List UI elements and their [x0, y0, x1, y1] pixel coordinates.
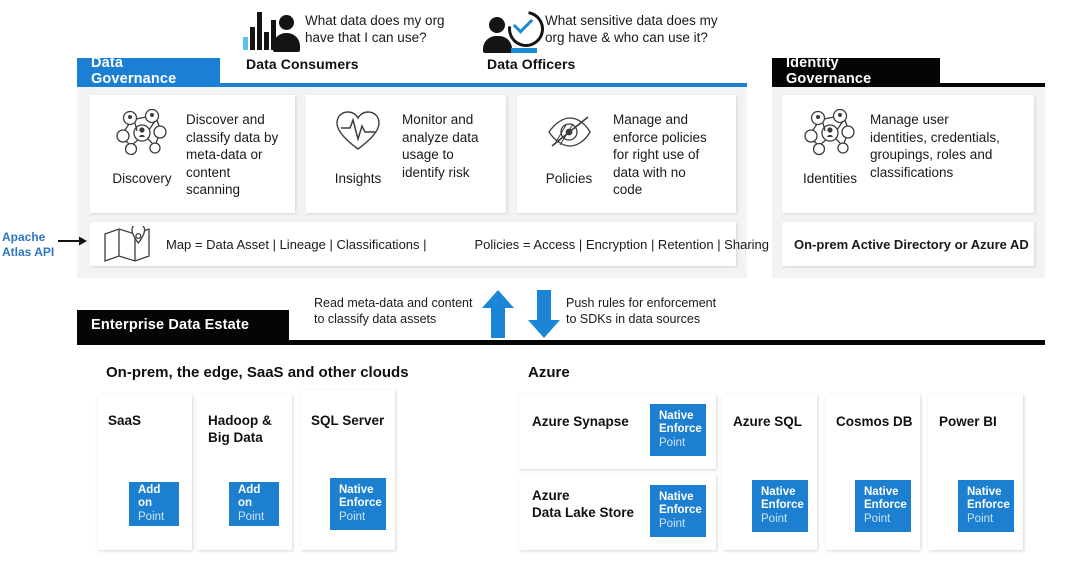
person-head-icon — [489, 17, 505, 33]
person-body-icon — [273, 33, 300, 52]
policies-definition-text: Policies = Access | Encryption | Retenti… — [474, 236, 769, 252]
eye-slash-icon — [540, 105, 598, 157]
map-policies-bar[interactable]: Map = Data Asset | Lineage | Classificat… — [90, 222, 769, 266]
badge-native-enforce-point: Native Enforce Point — [650, 485, 706, 537]
badge-native-enforce-point: Native Enforce Point — [752, 480, 808, 532]
bar-chart-icon — [243, 6, 277, 50]
flow-label-push: Push rules for enforcement to SDKs in da… — [566, 296, 717, 327]
tab-enterprise-data-estate[interactable]: Enterprise Data Estate — [77, 310, 289, 340]
persona-question: What sensitive data does my org have & w… — [545, 13, 718, 46]
arrow-up-icon — [482, 290, 514, 338]
source-title: SQL Server — [311, 413, 385, 428]
source-card-sql-server[interactable]: SQL Server Native Enforce Point — [300, 390, 395, 550]
tab-data-governance[interactable]: Data Governance — [77, 55, 220, 87]
tab-identity-governance[interactable]: Identity Governance — [772, 55, 940, 87]
persona-label-data-consumers: Data Consumers — [246, 56, 359, 72]
person-head-icon — [279, 15, 294, 30]
map-pin-icon — [102, 223, 152, 262]
badge-bold-text: Native Enforce — [761, 485, 804, 512]
source-title: Cosmos DB — [836, 414, 913, 429]
badge-bold-text: Native Enforce — [659, 490, 702, 517]
badge-light-text: Point — [864, 512, 891, 525]
identity-directory-text: On-prem Active Directory or Azure AD — [794, 236, 1029, 252]
capability-name: Discovery — [112, 171, 172, 186]
source-title: SaaS — [108, 413, 142, 428]
identity-directory-bar[interactable]: On-prem Active Directory or Azure AD — [782, 222, 1034, 266]
badge-light-text: Point — [339, 510, 366, 523]
source-card-azure-sql[interactable]: Azure SQL Native Enforce Point — [722, 394, 817, 550]
map-definition-text: Map = Data Asset | Lineage | Classificat… — [166, 236, 427, 252]
badge-native-enforce-point: Native Enforce Point — [855, 480, 911, 532]
underline-accent — [511, 48, 537, 53]
source-card-hadoop-bigdata[interactable]: Hadoop & Big Data Add on Point — [197, 394, 292, 550]
data-consumers-icon — [243, 6, 305, 58]
capability-card-discovery[interactable]: Discovery Discover and classify data by … — [90, 95, 295, 213]
badge-bold-text: Native Enforce — [339, 483, 382, 510]
atlas-arrow-icon — [58, 234, 88, 246]
badge-light-text: Point — [659, 436, 686, 449]
source-title: Hadoop & Big Data — [208, 413, 272, 445]
estate-group-title-azure: Azure — [528, 364, 570, 381]
data-officers-icon — [483, 3, 552, 58]
capability-description: Manage user identities, credentials, gro… — [870, 112, 1000, 180]
badge-bold-text: Add on — [138, 483, 161, 510]
capability-description: Monitor and analyze data usage to identi… — [402, 112, 479, 180]
source-card-azure-data-lake-store[interactable]: Azure Data Lake Store Native Enforce Poi… — [519, 475, 716, 550]
source-card-cosmos-db[interactable]: Cosmos DB Native Enforce Point — [825, 394, 920, 550]
badge-native-enforce-point: Native Enforce Point — [330, 478, 386, 530]
network-nodes-icon — [801, 105, 859, 157]
source-card-saas[interactable]: SaaS Add on Point — [97, 394, 192, 550]
capability-description: Manage and enforce policies for right us… — [613, 112, 707, 198]
heart-pulse-icon — [329, 105, 387, 157]
badge-native-enforce-point: Native Enforce Point — [650, 404, 706, 456]
badge-bold-text: Add on — [238, 483, 261, 510]
capability-description: Discover and classify data by meta-data … — [186, 112, 279, 198]
badge-native-enforce-point: Native Enforce Point — [958, 480, 1014, 532]
person-body-icon — [483, 36, 512, 53]
source-card-power-bi[interactable]: Power BI Native Enforce Point — [928, 394, 1023, 550]
persona-data-consumers: What data does my org have that I can us… — [243, 6, 445, 58]
badge-light-text: Point — [967, 512, 994, 525]
capability-card-policies[interactable]: Policies Manage and enforce policies for… — [517, 95, 736, 213]
capability-name: Identities — [802, 171, 858, 186]
persona-data-officers: What sensitive data does my org have & w… — [483, 3, 718, 58]
badge-light-text: Point — [761, 512, 788, 525]
badge-light-text: Point — [238, 510, 265, 523]
badge-light-text: Point — [659, 517, 686, 530]
source-title: Azure Data Lake Store — [532, 488, 635, 520]
source-title: Power BI — [939, 414, 997, 429]
source-card-azure-synapse[interactable]: Azure Synapse Native Enforce Point — [519, 394, 716, 469]
badge-add-on-point: Add on Point — [129, 482, 179, 526]
capability-card-identities[interactable]: Identities Manage user identities, crede… — [782, 95, 1034, 213]
estate-group-title-onprem: On-prem, the edge, SaaS and other clouds — [106, 364, 409, 381]
flow-label-read: Read meta-data and content to classify d… — [314, 296, 473, 327]
arrow-down-icon — [528, 290, 560, 338]
badge-bold-text: Native Enforce — [864, 485, 907, 512]
persona-label-data-officers: Data Officers — [487, 56, 576, 72]
persona-question: What data does my org have that I can us… — [305, 13, 445, 46]
badge-light-text: Point — [138, 510, 165, 523]
source-title: Azure Synapse — [532, 414, 629, 429]
network-nodes-icon — [113, 105, 171, 157]
apache-atlas-api-label: Apache Atlas API — [2, 230, 55, 259]
badge-bold-text: Native Enforce — [967, 485, 1010, 512]
capability-name: Policies — [545, 171, 593, 186]
badge-bold-text: Native Enforce — [659, 409, 702, 436]
capability-name: Insights — [334, 171, 382, 186]
source-title: Azure SQL — [733, 414, 803, 429]
capability-card-insights[interactable]: Insights Monitor and analyze data usage … — [306, 95, 506, 213]
badge-add-on-point: Add on Point — [229, 482, 279, 526]
